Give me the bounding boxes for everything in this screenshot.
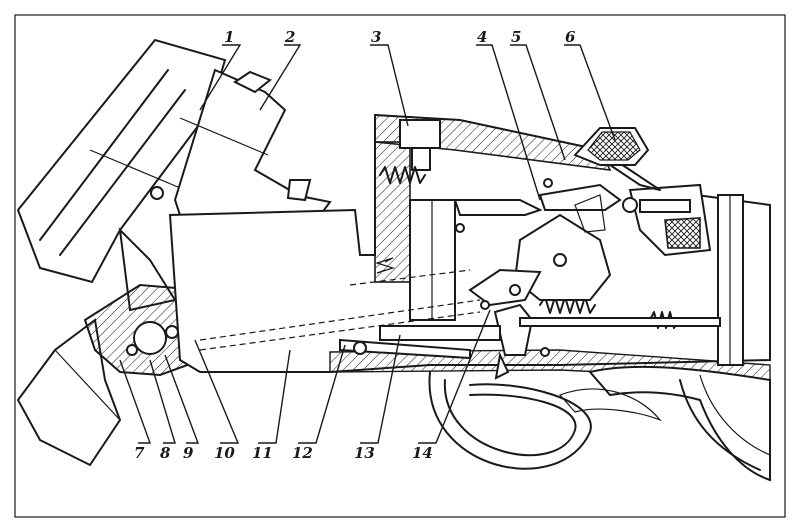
callout-leaders (119, 44, 616, 444)
callout-1: 1 (224, 28, 234, 46)
callout-7: 7 (134, 444, 145, 462)
forend-plate (173, 68, 332, 220)
callout-6: 6 (565, 28, 576, 46)
callout-5: 5 (511, 28, 521, 46)
callout-3: 3 (371, 28, 381, 46)
callout-labels: 1 2 3 4 5 6 7 8 9 10 11 12 13 14 (134, 28, 576, 462)
internal-parts (339, 178, 744, 366)
callout-12: 12 (292, 444, 313, 462)
callout-10: 10 (214, 444, 235, 462)
callout-2: 2 (284, 28, 295, 46)
top-lever (573, 127, 661, 191)
callout-11: 11 (252, 444, 273, 462)
callout-8: 8 (160, 444, 171, 462)
callout-13: 13 (354, 444, 375, 462)
stock-grip (558, 365, 771, 482)
trigger-guard (428, 351, 592, 470)
page-frame (14, 14, 786, 518)
callout-9: 9 (183, 444, 194, 462)
callout-14: 14 (412, 444, 433, 462)
barrel-assembly (16, 38, 227, 467)
callout-4: 4 (477, 28, 487, 46)
